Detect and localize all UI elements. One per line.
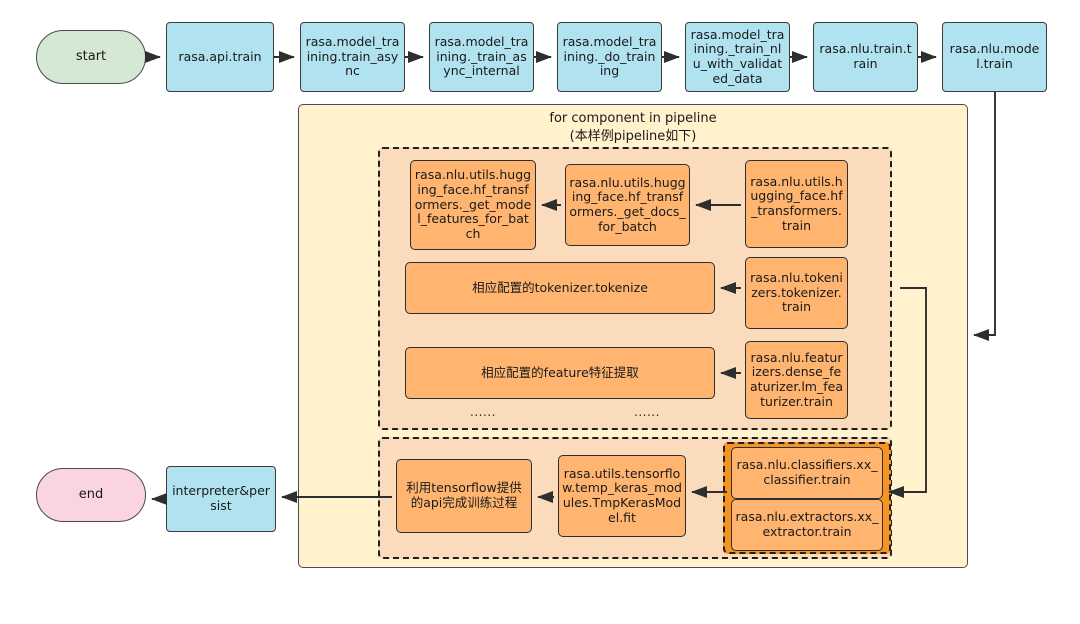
node-train-nlu-with-validated-data[interactable]: rasa.model_training._train_nlu_with_vali…	[685, 22, 790, 92]
node-tokenizer-train[interactable]: rasa.nlu.tokenizers.tokenizer.train	[745, 257, 848, 329]
node-train-async-internal[interactable]: rasa.model_training._train_async_interna…	[429, 22, 534, 92]
node-model-training-train-async[interactable]: rasa.model_training.train_async	[300, 22, 405, 92]
node-hf-get-model-features-for-batch[interactable]: rasa.nlu.utils.hugging_face.hf_transform…	[410, 160, 536, 250]
node-hf-get-docs-for-batch[interactable]: rasa.nlu.utils.hugging_face.hf_transform…	[565, 164, 690, 246]
node-tmp-keras-model-fit[interactable]: rasa.utils.tensorflow.temp_keras_modules…	[558, 455, 686, 537]
node-nlu-train-train[interactable]: rasa.nlu.train.train	[813, 22, 918, 92]
node-nlu-model-train[interactable]: rasa.nlu.model.train	[942, 22, 1047, 92]
ellipsis-left: ......	[470, 405, 496, 419]
loop-label-line2: (本样例pipeline如下)	[569, 128, 697, 144]
node-tensorflow-api-action[interactable]: 利用tensorflow提供的api完成训练过程	[396, 459, 532, 533]
edge-nlu-model-to-loop-container	[973, 92, 996, 342]
ellipsis-center: ......	[634, 405, 660, 419]
node-lm-featurizer-train[interactable]: rasa.nlu.featurizers.dense_featurizer.lm…	[745, 341, 848, 419]
node-end[interactable]: end	[36, 468, 146, 522]
loop-label-line1: for component in pipeline	[549, 111, 717, 126]
loop-container-label: for component in pipeline (本样例pipeline如下…	[298, 110, 968, 145]
node-rasa-api-train[interactable]: rasa.api.train	[166, 22, 274, 92]
node-do-training[interactable]: rasa.model_training._do_training	[557, 22, 662, 92]
node-interpreter-persist[interactable]: interpreter&persist	[166, 466, 276, 532]
node-start[interactable]: start	[36, 30, 146, 84]
node-hf-transformers-train[interactable]: rasa.nlu.utils.hugging_face.hf_transform…	[745, 160, 848, 248]
node-xx-classifier-train[interactable]: rasa.nlu.classifiers.xx_classifier.train	[731, 447, 883, 499]
node-feature-extraction-action[interactable]: 相应配置的feature特征提取	[405, 347, 715, 399]
node-xx-extractor-train[interactable]: rasa.nlu.extractors.xx_extractor.train	[731, 499, 883, 551]
node-tokenizer-tokenize-action[interactable]: 相应配置的tokenizer.tokenize	[405, 262, 715, 314]
